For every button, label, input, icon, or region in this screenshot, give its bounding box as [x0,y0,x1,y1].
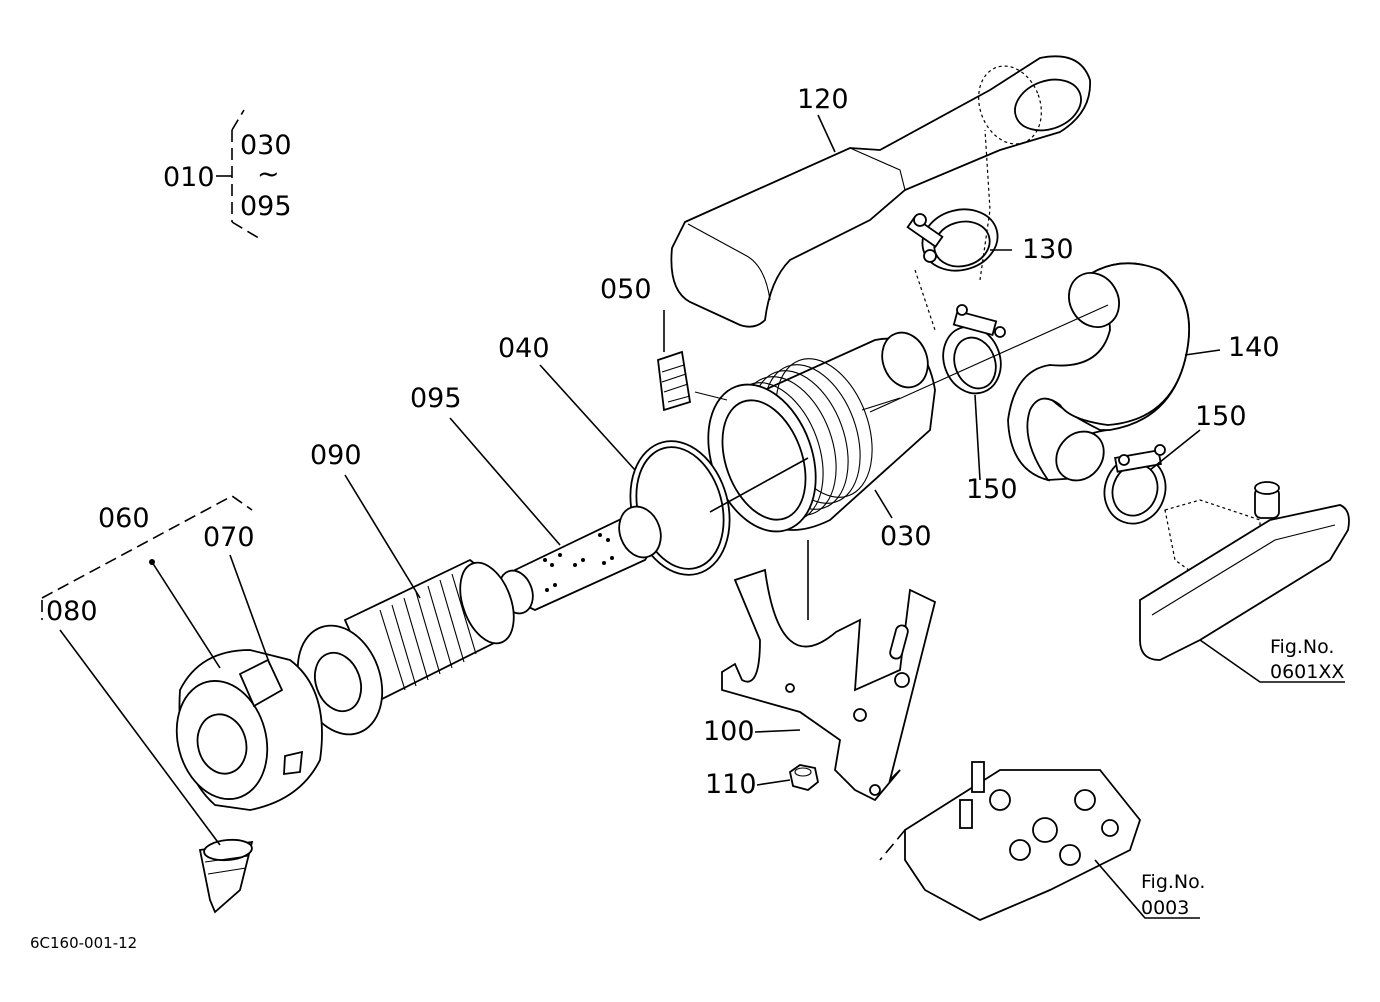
evacuator-valve-080 [198,838,254,914]
cylinder-head [879,761,1142,921]
leader-lines [59,114,1345,919]
air-cleaner-body-030 [707,331,936,533]
label-080: 080 [46,596,98,627]
label-030: 030 [880,521,932,552]
element-090 [296,558,515,736]
figure-references: Fig.No. 0601XX Fig.No. 0003 [1141,636,1344,919]
label-tilde: ~ [257,159,280,190]
label-050: 050 [600,274,652,305]
label-130: 130 [1022,234,1074,265]
drawing-code: 6C160-001-12 [30,934,137,952]
label-090: 090 [310,440,362,471]
fig-ref-0003-line2: 0003 [1141,897,1189,919]
label-150-right: 150 [1195,401,1247,432]
label-095: 095 [410,383,462,414]
hose-140 [1007,262,1190,482]
intake-hose-120 [670,55,1091,328]
perforations [543,533,614,592]
safety-element-095 [498,505,662,615]
assembly-010-bracket [216,109,263,241]
label-140: 140 [1228,332,1280,363]
clamp-130 [906,208,999,272]
label-040: 040 [498,333,550,364]
label-050 [657,350,692,412]
label-030-range: 030 [240,130,292,161]
subassembly-060-bracket [41,495,253,620]
nut-110 [788,764,819,791]
fig-ref-0601xx-line1: Fig.No. [1270,636,1334,658]
part-labels: 010 030 ~ 095 120 130 140 150 150 050 04… [46,84,1280,800]
label-095-range: 095 [240,191,292,222]
label-110: 110 [705,769,757,800]
label-010: 010 [163,162,215,193]
fig-ref-0601xx-line2: 0601XX [1270,661,1344,683]
label-070: 070 [203,522,255,553]
clamp-150-upper [942,304,1006,395]
label-150-left: 150 [966,474,1018,505]
intake-manifold [1139,481,1350,661]
label-060: 060 [98,503,150,534]
label-100: 100 [703,716,755,747]
cover-060 [175,649,323,811]
element-pleats [379,573,477,691]
clamp-150-lower [1103,444,1167,525]
fig-ref-0003-line1: Fig.No. [1141,871,1205,893]
label-120: 120 [797,84,849,115]
bracket-100 [721,568,937,802]
